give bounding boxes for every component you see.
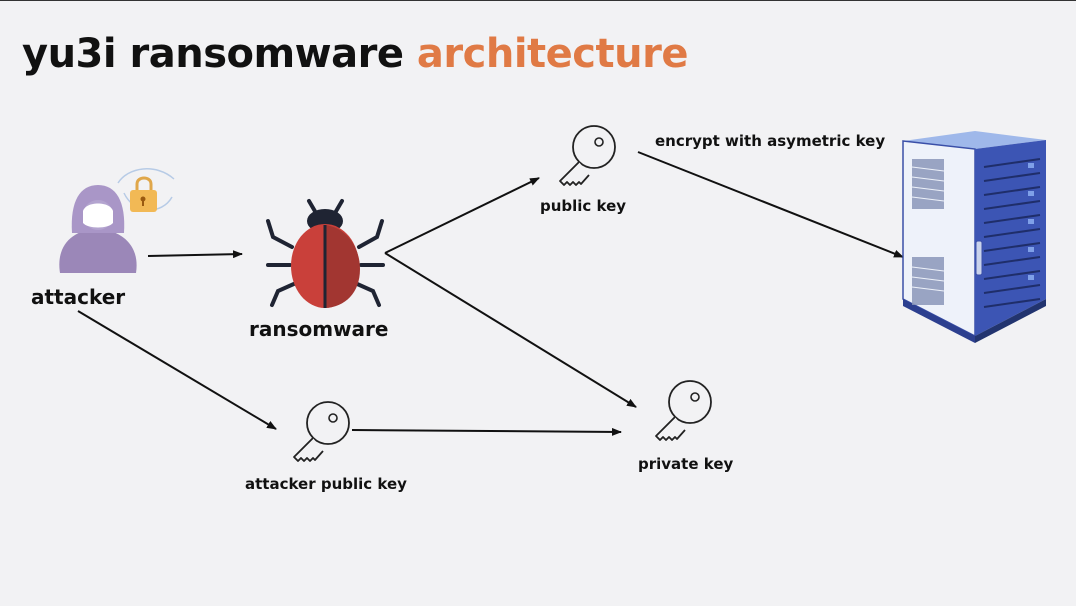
public-key-icon bbox=[559, 125, 616, 186]
attacker-label: attacker bbox=[31, 285, 126, 309]
attacker-public-key-label: attacker public key bbox=[245, 475, 407, 493]
public-key-label: public key bbox=[540, 197, 627, 215]
ransomware-label: ransomware bbox=[249, 317, 389, 341]
arrow-attacker-key-to-private-key bbox=[351, 427, 622, 436]
arrow-ransomware-to-private-key bbox=[384, 252, 637, 408]
private-key-label: private key bbox=[638, 455, 734, 473]
arrow-attacker-to-ransomware bbox=[147, 250, 243, 259]
padlock-icon bbox=[117, 168, 175, 212]
title-highlight: architecture bbox=[416, 31, 689, 77]
server-rack-icon bbox=[902, 131, 1046, 343]
arrow-public-key-to-server bbox=[637, 151, 904, 258]
bug-icon bbox=[266, 199, 385, 308]
title-prefix: yu3i ransomware bbox=[22, 31, 404, 77]
edge-label-encrypt: encrypt with asymetric key bbox=[655, 132, 886, 150]
attacker-public-key-icon bbox=[293, 401, 350, 462]
private-key-icon bbox=[655, 380, 712, 441]
arrow-ransomware-to-public-key bbox=[384, 177, 540, 254]
hooded-hacker-icon bbox=[59, 185, 137, 273]
arrow-attacker-to-attacker-public-key bbox=[77, 310, 277, 430]
page-title: yu3i ransomware architecture bbox=[22, 31, 688, 77]
